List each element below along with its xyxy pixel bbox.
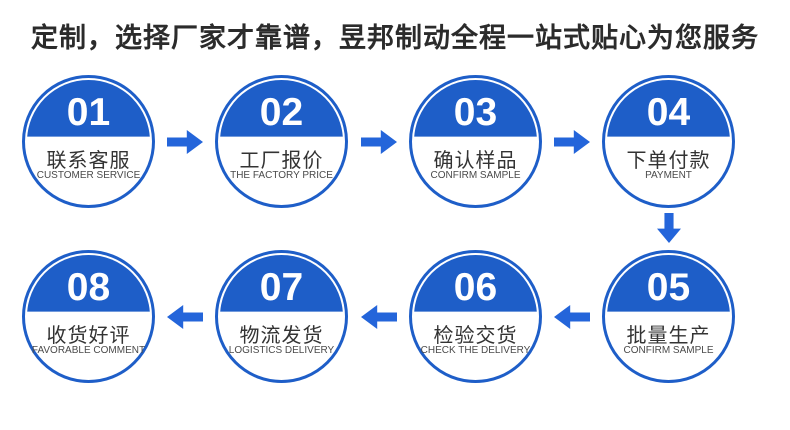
step-number: 02 [259,91,304,134]
step-label: 收货好评 [46,325,131,347]
step-number: 05 [646,266,691,309]
step-number: 06 [453,266,498,309]
step-circle-07: 07 物流发货 LOGISTICS DELIVERY [215,250,348,383]
step-sublabel: CUSTOMER SERVICE [36,170,141,181]
step-sublabel: THE FACTORY PRICE [230,170,333,181]
step-number: 01 [66,91,111,134]
arrow-left-icon [554,305,590,329]
step-circle-03: 03 确认样品 CONFIRM SAMPLE [409,75,542,208]
step-circle-02: 02 工厂报价 THE FACTORY PRICE [215,75,348,208]
arrow-right-icon [361,130,397,154]
step-label: 联系客服 [46,150,131,172]
page-title: 定制，选择厂家才靠谱，昱邦制动全程一站式贴心为您服务 [31,23,759,53]
step-number: 04 [646,91,691,134]
step-circle-04: 04 下单付款 PAYMENT [602,75,735,208]
step-sublabel: FAVORABLE COMMENT [31,345,146,356]
step-label: 工厂报价 [239,150,324,172]
step-number: 07 [259,266,304,309]
step-sublabel: CHECK THE DELIVERY [420,345,531,356]
step-sublabel: CONFIRM SAMPLE [623,345,714,356]
arrow-down-icon [657,213,681,243]
step-number: 08 [66,266,111,309]
step-circle-08: 08 收货好评 FAVORABLE COMMENT [22,250,155,383]
step-label: 检验交货 [433,325,518,347]
arrow-left-icon [361,305,397,329]
step-label: 批量生产 [626,325,711,347]
arrow-right-icon [554,130,590,154]
step-circle-05: 05 批量生产 CONFIRM SAMPLE [602,250,735,383]
step-circle-01: 01 联系客服 CUSTOMER SERVICE [22,75,155,208]
step-sublabel: CONFIRM SAMPLE [430,170,521,181]
arrow-right-icon [167,130,203,154]
step-sublabel: PAYMENT [645,170,692,181]
step-label: 确认样品 [433,150,518,172]
step-number: 03 [453,91,498,134]
step-sublabel: LOGISTICS DELIVERY [228,345,335,356]
step-label: 下单付款 [626,150,711,172]
step-circle-06: 06 检验交货 CHECK THE DELIVERY [409,250,542,383]
arrow-left-icon [167,305,203,329]
step-label: 物流发货 [239,325,324,347]
